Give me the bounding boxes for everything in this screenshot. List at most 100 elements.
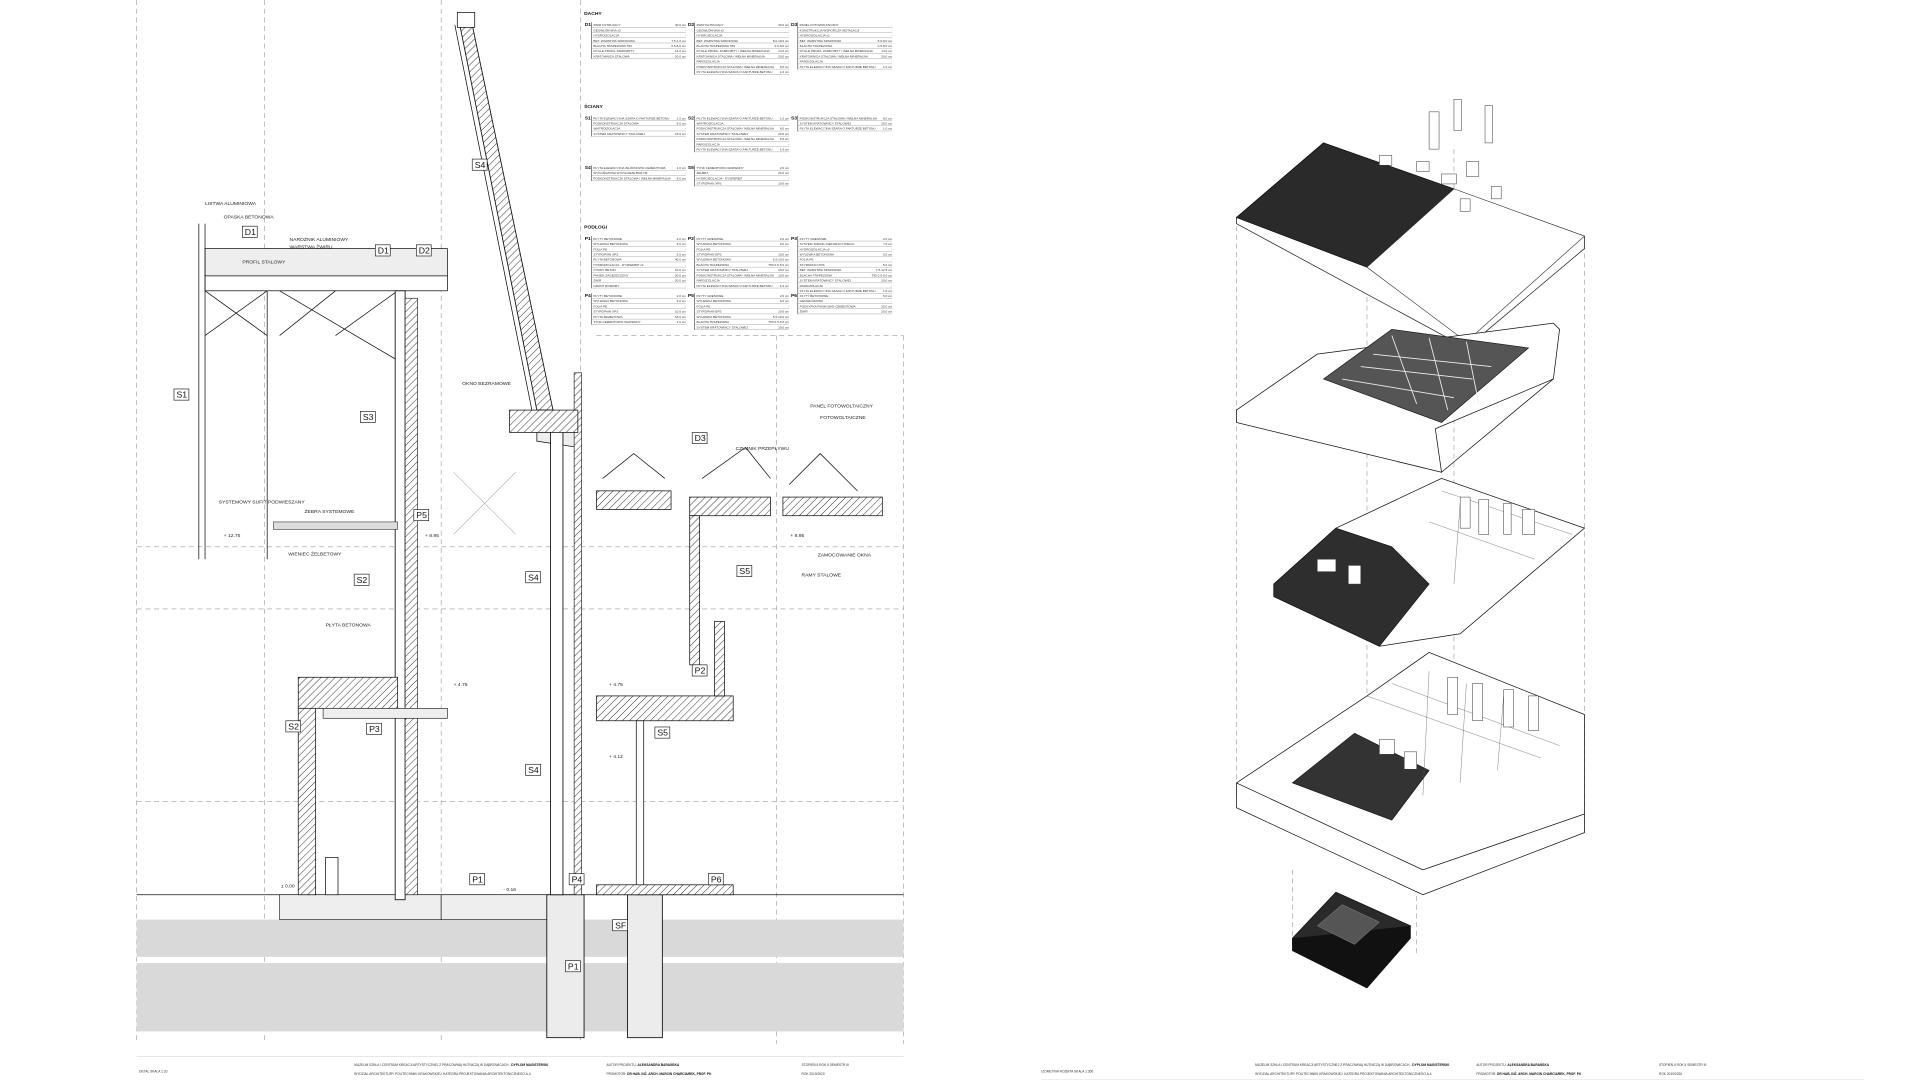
legend-layer-thickness: 2.0 cm <box>677 320 687 324</box>
legend-layer-thickness: 1.0 cm <box>883 65 893 69</box>
legend-layer-thickness: 8.0 cm <box>677 122 687 126</box>
legend-layer-name: PANEL FOTOWOLTAICZNY <box>800 23 839 27</box>
tag-s2-b: S2 <box>288 721 299 731</box>
legend-item-code: S4 <box>585 165 591 171</box>
legend-layer-thickness: 30.0 cm <box>675 23 686 27</box>
callouts: LISTWA ALUMINIOWA OPASKA BETONOWA PROFIL… <box>205 201 874 893</box>
legend-layer-thickness: 14.0 cm <box>881 49 892 53</box>
legend-layer-thickness: T50 0.5-5.0 cm <box>871 273 892 277</box>
legend-layer-name: WYLEWKA BETONOWA <box>593 242 628 246</box>
legend-layer-thickness: 6.0 cm <box>780 242 790 246</box>
legend-layer-name: TYNK CEMENTOWO-WAPIENNY <box>593 320 640 324</box>
legend-layer-thickness: 6.0 cm <box>677 299 687 303</box>
year-label: ROK 2019/2020 <box>802 1072 825 1076</box>
legend-layer-name: PAROIZOLACJA <box>800 284 824 288</box>
promoter-label: PROMOTOR: DR HAB. INŻ. ARCH. MARCIN CHAR… <box>1476 1072 1582 1076</box>
tag-s3: S3 <box>363 412 374 422</box>
legend-item-code: P5 <box>688 293 694 299</box>
level-mark: + 4.75 <box>454 682 468 688</box>
legend-layer-thickness: 20.0 cm <box>778 54 789 58</box>
legend-layer-name: WYLEWKA BETONOWA <box>697 299 732 303</box>
legend-layer-name: PŁYTA ŻELBETOWA <box>593 314 623 319</box>
legend-layer-thickness: 10.0 cm <box>778 182 789 186</box>
legend-layer-name: HYDROIZOLACJA <box>697 34 724 38</box>
callout: NAROŻNIK ALUMINIOWY <box>290 236 349 243</box>
legend-layer-name: PŁYTA ELEWACYJNA SZARA O FAKTURZE BETONU <box>697 70 773 74</box>
legend-layer-thickness: - <box>788 142 789 146</box>
legend-layer-thickness: 20.0 cm <box>778 325 789 329</box>
ground-floor-layer <box>1273 478 1586 647</box>
legend-layer-name: PAROIZOLACJA <box>697 142 721 146</box>
legend-layer-name: CHUDY BETON <box>593 268 615 272</box>
layer-tags: D1 D1 D2 S1 S2 S2 S3 S4 S4 S4 S5 S5 P1 P… <box>173 158 753 973</box>
tag-s5: S5 <box>739 566 750 576</box>
legend-layer-name: BLACHA TRAPEZOWA <box>697 320 730 324</box>
author-label: AUTOR PROJEKTU: ALEKSANDRA BARAŃSKA <box>606 1062 679 1067</box>
legend-layer-thickness: 10.0 cm <box>778 273 789 277</box>
legend-layer-thickness: - <box>891 60 892 64</box>
legend-layer-thickness: - <box>788 60 789 64</box>
legend-layer-name: PŁYTY BETONOWE <box>800 294 829 298</box>
title-block-left: DETAL SKALA 1:20 MUZEUM SZKŁA I CENTRUM … <box>136 1056 904 1076</box>
legend-item-code: D1 <box>585 22 592 28</box>
legend-layer-name: ŻWIR FILTRUJĄCY <box>593 22 620 27</box>
legend-layer-thickness: - <box>685 304 686 308</box>
legend-layer-thickness: 10.0 cm <box>778 252 789 256</box>
legend-layer-name: WYLEWKA BETONOWA <box>697 315 732 319</box>
legend-layer-name: PŁYTA ELEWACYJNA SZARA O FAKTURZE BETONU <box>697 284 773 288</box>
basement-floor-layer <box>1236 651 1585 896</box>
legend-item-code: S2 <box>688 115 694 121</box>
legend-layer-name: ŻELBET <box>697 170 709 175</box>
legend-layer-name: SYSTEM KRATOWNICY STALOWEJ <box>697 325 749 329</box>
legend-layer-name: HYDROIZOLACJA <box>593 34 620 38</box>
legend-layer-thickness: 1.0 cm <box>677 116 687 120</box>
legend-layer-thickness: 40.0 cm <box>675 258 686 262</box>
legend-layer-thickness: 8.0 cm <box>780 137 790 141</box>
legend-layer-thickness: 2.0 cm <box>883 237 893 241</box>
legend-layer-name: PODKONSTRUKCJA STALOWA <box>593 122 639 126</box>
legend-layer-name: TYNK CEMENTOWO-WAPIENNY <box>697 166 744 170</box>
sheet-scale-label: IZOMETRIA ROZBITA SKALA 1:300 <box>1041 1069 1093 1073</box>
tag-p6: P6 <box>711 874 722 884</box>
legend-layer-thickness: 5.0 cm <box>883 263 893 267</box>
legend-layer-thickness: 20.0 cm <box>881 122 892 126</box>
tag-p5: P5 <box>416 510 427 520</box>
legend-layer-name: GEOWŁÓKNINA <box>800 298 824 303</box>
legend-layer-thickness: 20.0 cm <box>778 268 789 272</box>
tag-d2: D2 <box>419 246 430 256</box>
legend-layer-thickness: 20.0 cm <box>675 54 686 58</box>
legend-layer-thickness: 20.0 cm <box>778 132 789 136</box>
legend-layer-thickness: - <box>685 263 686 267</box>
legend-layer-thickness: - <box>891 23 892 27</box>
tag-s4-c: S4 <box>528 765 539 775</box>
legend-layer-name: WYLEWKA BETONOWA <box>593 299 628 303</box>
legend-layer-thickness: - <box>788 34 789 38</box>
tag-sf: SF <box>615 920 626 930</box>
legend-layer-name: STYROPIAN XPS <box>800 263 825 267</box>
legend-layer-name: ŻWIR <box>593 278 602 283</box>
legend-layer-name: PAROIZOLACJA <box>697 279 721 283</box>
callout: PANEL FOTOWOLTAICZNY <box>810 404 873 410</box>
legend-layer-name: STYROPIAN XPS <box>593 310 618 314</box>
legend-layer-thickness: 6.0 cm <box>677 242 687 246</box>
legend-layer-thickness: 18.0 cm <box>675 315 686 319</box>
legend-layer-name: PŁYTY BETONOWE <box>593 294 622 298</box>
level-mark: ± 0.00 <box>281 883 295 889</box>
level-mark: + 8.95 <box>790 533 804 539</box>
legend-layer-thickness: - <box>685 247 686 251</box>
legend-layer-name: PŁYTA ELEWACYJNA SZARA O FAKTURZE BETONU <box>593 116 669 120</box>
legend-layer-thickness: - <box>788 279 789 283</box>
legend-layer-name: PAROIZOLACJA <box>800 60 824 64</box>
lowest-level-layer <box>1291 891 1412 989</box>
legend-layer-thickness: 0.5-8.0 cm <box>671 44 686 48</box>
legend-layer-name: GEOWŁÓKNINA x2 <box>697 27 725 32</box>
legend-layer-name: WYLEWKA BETONOWA <box>697 258 732 262</box>
author-label: AUTOR PROJEKTU: ALEKSANDRA BARAŃSKA <box>1476 1062 1549 1067</box>
legend-layer-name: STYROPIAN XPS <box>697 182 722 186</box>
tag-s4-b: S4 <box>528 572 539 582</box>
legend-layer-name: BLACHA TRAPEZOWA <box>800 273 833 277</box>
legend-layer-name: PODKONSTRUKCJA STALOWA / WEŁNA MINERALNA <box>697 273 775 277</box>
tag-p3: P3 <box>369 724 380 734</box>
legend-layer-name: SYSTEM KRATOWNICY STALOWEJ <box>697 132 749 136</box>
